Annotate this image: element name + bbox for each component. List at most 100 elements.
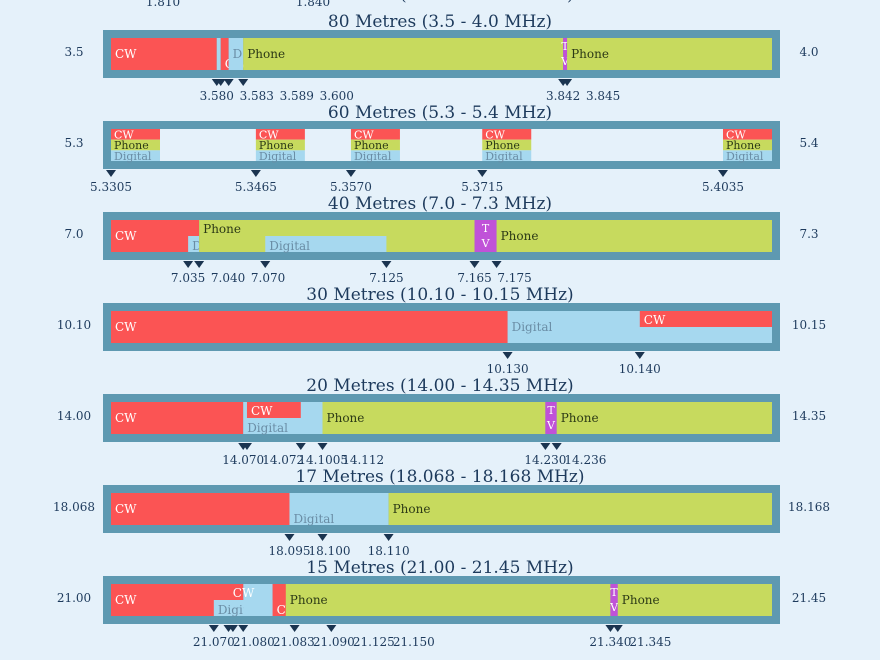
- band-start-label: 7.0: [64, 227, 83, 241]
- segment-digital-label: Digital: [247, 421, 288, 435]
- segment-phone-label: Phone: [622, 593, 660, 607]
- segment-phone-label: Phone: [290, 593, 328, 607]
- segment-digital: [188, 236, 200, 252]
- segment-digital-label: D: [192, 239, 202, 253]
- frequency-marker-label: 18.095: [268, 544, 310, 558]
- frequency-marker-label: 7.070: [251, 271, 285, 285]
- channel-phone-block: [255, 139, 305, 151]
- frequency-marker-label: 3.842: [546, 89, 580, 103]
- segment-cw-label: CW: [115, 593, 137, 607]
- frequency-marker: [227, 625, 238, 632]
- segment-cw: [111, 38, 217, 70]
- frequency-marker-label: 14.236: [564, 453, 606, 467]
- band-end-label: 5.4: [799, 136, 818, 150]
- frequency-marker-label: 21.125: [353, 635, 395, 649]
- frequency-marker: [491, 261, 502, 268]
- frequency-marker: [260, 261, 271, 268]
- frequency-marker: [317, 534, 328, 541]
- frequency-marker-label: 18.110: [368, 544, 410, 558]
- segment-digital-label: D: [233, 47, 243, 61]
- segment-phone: [567, 38, 772, 70]
- segment-tv-label: T: [482, 222, 490, 235]
- segment-phone: [556, 402, 772, 434]
- frequency-marker: [605, 625, 616, 632]
- channel-digital-block: [255, 150, 305, 161]
- segment-digital: [289, 493, 389, 525]
- channel-digital-block: [482, 150, 532, 161]
- segment-tv-label: V: [546, 419, 556, 432]
- band-start-label: 5.3: [64, 136, 83, 150]
- segment-digital-label: Digital: [269, 239, 310, 253]
- segment-phone-label: Phone: [203, 222, 241, 236]
- frequency-marker: [223, 79, 234, 86]
- frequency-marker: [241, 443, 252, 450]
- frequency-marker-label: 10.140: [619, 362, 661, 376]
- frequency-marker-label: 21.090: [313, 635, 355, 649]
- segment-tv-label: V: [609, 601, 619, 614]
- channel-digital-label: Digital: [354, 150, 392, 163]
- frequency-marker-label: 3.845: [586, 89, 620, 103]
- segment-tv: [545, 402, 557, 434]
- segment-tv-label: V: [560, 55, 570, 68]
- segment-digital: [243, 584, 273, 616]
- channel-cw-label: CW: [354, 129, 374, 142]
- frequency-marker-label: 14.1005: [298, 453, 348, 467]
- channel-digital-label: Digital: [485, 150, 523, 163]
- band-end-label: 14.35: [792, 409, 826, 423]
- frequency-marker: [381, 261, 392, 268]
- channel-cw-block: [255, 129, 305, 140]
- frequency-marker-label: 7.035: [171, 271, 205, 285]
- frequency-marker-label: 14.072: [262, 453, 304, 467]
- segment-phone-label: Phone: [393, 502, 431, 516]
- segment-cw: [111, 493, 323, 525]
- frequency-marker: [477, 170, 488, 177]
- segment-phone-label: Phone: [501, 229, 539, 243]
- frequency-marker: [208, 625, 219, 632]
- segment-digital: [265, 236, 387, 252]
- band-start-label: 10.10: [57, 318, 91, 332]
- frequency-marker-label: 21.070: [193, 635, 235, 649]
- frequency-marker: [469, 261, 480, 268]
- band-start-label: 18.068: [53, 500, 95, 514]
- segment-cw-label: CW: [115, 47, 137, 61]
- frequency-marker: [634, 352, 645, 359]
- channel-phone-label: Phone: [114, 139, 149, 152]
- channel-cw-label: CW: [259, 129, 279, 142]
- frequency-marker-label: 3.583: [240, 89, 274, 103]
- segment-tv: [563, 38, 568, 70]
- frequency-marker: [238, 625, 249, 632]
- band-end-label: 18.168: [788, 500, 830, 514]
- band-end-label: 4.0: [799, 45, 818, 59]
- frequency-marker-label: 5.3570: [330, 180, 372, 194]
- frequency-marker-label: 21.083: [273, 635, 315, 649]
- segment-phone-label: Phone: [247, 47, 285, 61]
- frequency-marker-label: 21.340: [589, 635, 631, 649]
- band-title: 12 Metres (24.89 - 24.99 MHz): [306, 0, 573, 5]
- frequency-marker: [183, 261, 194, 268]
- segment-cw: [228, 584, 244, 600]
- band-start-label: 14.00: [57, 409, 91, 423]
- band-title: 30 Metres (10.10 - 10.15 MHz): [306, 285, 573, 305]
- channel-phone-block: [350, 139, 400, 151]
- band-title: 15 Metres (21.00 - 21.45 MHz): [306, 558, 573, 578]
- frequency-marker: [718, 170, 728, 177]
- segment-tv-label: T: [561, 40, 569, 53]
- frequency-marker-label: 14.112: [342, 453, 384, 467]
- frequency-marker: [194, 261, 205, 268]
- segment-phone-label: Phone: [571, 47, 609, 61]
- channel-digital-label: Digital: [259, 150, 297, 163]
- segment-tv: [474, 220, 497, 252]
- frequency-marker: [284, 534, 295, 541]
- band-end-label: 10.15: [792, 318, 826, 332]
- frequency-marker-label: 18.100: [308, 544, 350, 558]
- frequency-marker-label: 3.580: [200, 89, 234, 103]
- band-start-label: 3.5: [64, 45, 83, 59]
- frequency-marker: [295, 443, 306, 450]
- frequency-marker: [238, 79, 249, 86]
- frequency-marker-label: 3.589: [280, 89, 314, 103]
- channel-cw-block: [111, 129, 160, 140]
- segment-cw-label: CW: [251, 404, 273, 418]
- segment-phone: [388, 493, 772, 525]
- segment-cw-label: CW: [644, 313, 666, 327]
